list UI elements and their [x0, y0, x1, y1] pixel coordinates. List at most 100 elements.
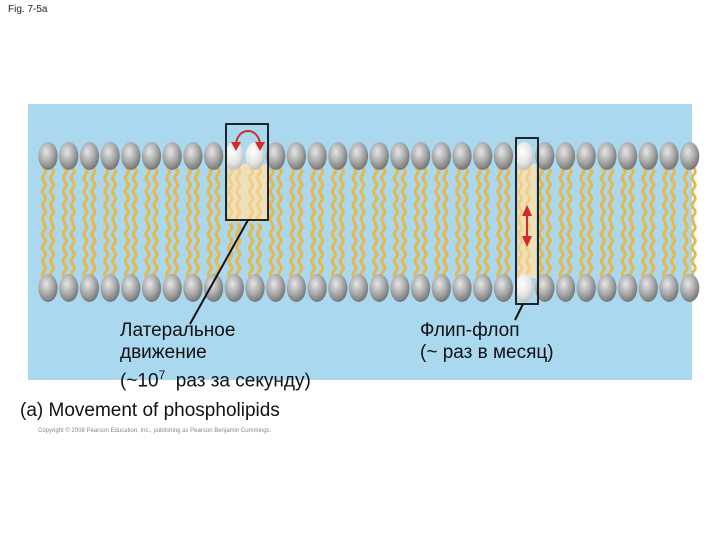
lower-head	[638, 274, 658, 302]
lower-tail	[504, 222, 511, 280]
upper-tail	[152, 166, 159, 224]
upper-tail	[144, 166, 151, 224]
lower-head	[369, 274, 389, 302]
lower-head	[266, 274, 286, 302]
lower-tail	[248, 222, 254, 280]
upper-tail	[69, 166, 76, 224]
upper-tail	[123, 166, 130, 224]
upper-tail	[248, 166, 254, 224]
lower-tail	[318, 222, 325, 280]
flipflop-leader-line	[514, 303, 524, 321]
upper-tail	[256, 166, 262, 224]
lower-head	[307, 274, 327, 302]
upper-tail	[483, 166, 490, 224]
lower-head	[100, 274, 120, 302]
lower-tail	[400, 222, 407, 280]
lateral-label-line1: Латеральное	[120, 320, 236, 341]
upper-tail	[289, 166, 296, 224]
upper-head	[411, 142, 431, 170]
figure-caption: (a) Movement of phospholipids	[20, 400, 280, 421]
lower-tail	[587, 222, 594, 280]
copyright-notice: Copyright © 2008 Pearson Education, Inc.…	[38, 428, 272, 434]
lower-tail	[49, 222, 55, 280]
upper-tail	[682, 166, 689, 224]
lower-head	[183, 274, 203, 302]
upper-tail	[49, 166, 55, 224]
lower-tail	[90, 222, 97, 280]
upper-tail	[61, 166, 68, 224]
lower-head	[411, 274, 431, 302]
upper-tail	[558, 166, 565, 224]
upper-tail	[434, 166, 441, 224]
lower-head	[452, 274, 472, 302]
lower-tail	[434, 222, 441, 280]
upper-tail	[351, 166, 358, 224]
lower-tail	[496, 222, 503, 280]
upper-head	[576, 142, 596, 170]
upper-tail	[587, 166, 594, 224]
upper-tail	[579, 166, 586, 224]
lateral-leader-line	[189, 219, 249, 325]
lower-tail	[276, 222, 283, 280]
upper-tail	[455, 166, 461, 224]
figure-label: Fig. 7-5a	[8, 4, 48, 15]
upper-tail	[111, 166, 118, 224]
lower-tail	[682, 222, 689, 280]
lateral-rate-prefix: (~10	[120, 370, 159, 392]
lower-tail	[268, 222, 275, 280]
upper-tail	[670, 166, 676, 224]
upper-tail	[599, 166, 606, 224]
upper-head	[204, 142, 224, 170]
lateral-movement-label: Латеральное движение (~107 раз за секунд…	[120, 320, 311, 392]
lower-tail	[123, 222, 130, 280]
upper-head	[266, 142, 286, 170]
lower-tail	[483, 222, 490, 280]
upper-tail	[421, 166, 428, 224]
upper-tail	[227, 166, 234, 224]
upper-head	[100, 142, 120, 170]
lower-head	[204, 274, 224, 302]
lateral-arrowhead-right	[255, 142, 265, 151]
upper-tail	[517, 166, 524, 224]
upper-head	[286, 142, 306, 170]
lower-tail	[235, 222, 242, 280]
upper-head	[79, 142, 99, 170]
upper-head	[141, 142, 162, 170]
upper-tail	[442, 166, 449, 224]
lower-head	[141, 274, 162, 302]
upper-tail	[641, 166, 648, 224]
lower-tail	[579, 222, 586, 280]
lower-tail	[310, 222, 317, 280]
upper-tail	[628, 166, 635, 224]
lower-head	[555, 274, 576, 302]
lower-tail	[475, 222, 482, 280]
upper-tail	[206, 166, 213, 224]
upper-tail	[90, 166, 97, 224]
upper-tail	[413, 166, 420, 224]
lateral-label-line2: движение	[120, 342, 207, 363]
upper-tail	[173, 166, 180, 224]
lower-tail	[607, 222, 614, 280]
flipflop-label: Флип-флоп (~ раз в месяц)	[420, 320, 554, 364]
lower-head	[79, 274, 99, 302]
upper-head	[597, 142, 617, 170]
upper-tail	[537, 166, 544, 224]
upper-head	[59, 142, 79, 170]
lower-tail	[599, 222, 606, 280]
upper-head	[493, 142, 513, 170]
upper-head	[348, 142, 369, 170]
upper-tail	[475, 166, 482, 224]
lower-tail	[185, 222, 192, 280]
lower-head	[680, 274, 700, 302]
lower-tail	[620, 222, 627, 280]
lower-tail	[351, 222, 358, 280]
lower-tail	[690, 222, 697, 280]
lower-head	[597, 274, 617, 302]
upper-tail	[330, 166, 337, 224]
upper-head	[121, 142, 141, 170]
upper-tail	[359, 166, 366, 224]
upper-tail	[400, 166, 407, 224]
upper-head	[431, 142, 451, 170]
lower-head	[576, 274, 596, 302]
lateral-movement-arrow	[235, 130, 261, 147]
